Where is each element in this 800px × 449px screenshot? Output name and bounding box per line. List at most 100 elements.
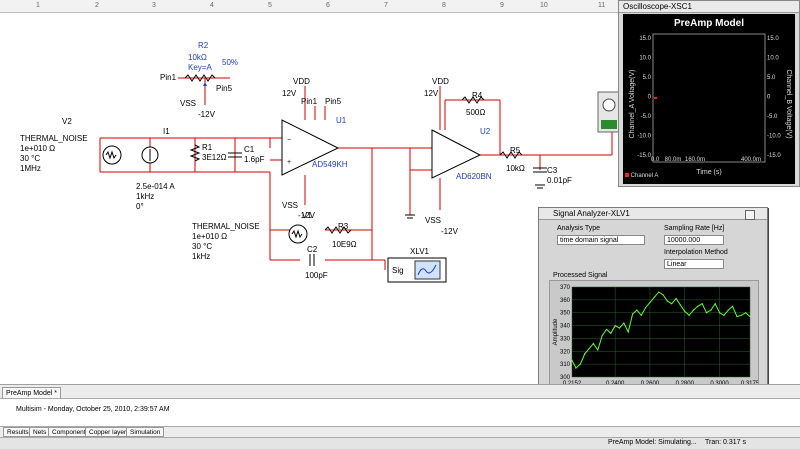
status-bar: PreAmp Model: Simulating... Tran: 0.317 … [0,437,800,449]
signal-analyzer-window[interactable]: Signal Analyzer-XLV1 Analysis Type time … [538,207,768,417]
i1-phase: 0° [136,202,144,211]
chart-y-tick: 300 [560,375,571,381]
chart-y-label: Amplitude [553,318,559,345]
chart-data-point [592,342,595,345]
scope-y-tick-right: 5.0 [767,75,776,81]
chart-data-point [671,303,673,305]
chart-data-point [732,305,734,307]
scope-y-tick-left: 15.0 [639,36,651,42]
scope-y-tick-right: -10.0 [767,134,781,140]
chart-data-point [679,304,682,306]
chart-data-point [736,315,738,318]
u2-part: AD620BN [456,172,492,181]
chart-data-point [666,300,668,302]
scope-x-label: Time (s) [696,169,721,176]
v2-frequency: 1MHz [20,164,41,173]
processed-signal-chart: 3703603503403303203103000.21520.24000.26… [553,285,760,396]
r3-value: 10E9Ω [332,240,357,249]
r2-pin5: Pin5 [216,84,233,93]
v2-type: THERMAL_NOISE [20,134,88,143]
chart-data-point [710,309,712,311]
ruler-tick: 7 [384,2,388,9]
chart-data-point [579,363,581,365]
ruler-tick: 10 [540,2,548,9]
v2-name: V2 [62,117,72,126]
scope-y-tick-left: -15.0 [637,153,651,159]
chart-data-point [692,309,695,311]
chart-data-point [658,291,660,293]
analysis-type-select[interactable]: time domain signal [557,235,645,245]
scope-right-axis-label: Channel_B Voltage(V) [785,69,792,138]
oscilloscope-screen: PreAmp Model Channel_A Voltage(V) Channe… [623,14,795,184]
interpolation-select[interactable]: Linear [664,259,724,269]
r4-value: 500Ω [466,108,486,117]
v1-temperature: 30 °C [192,242,213,251]
u1-vdd-value: 12V [282,89,297,98]
scope-x-tick: 80.0m [665,157,682,163]
v2-temperature: 30 °C [20,154,41,163]
u1-part: AD549KH [312,160,348,169]
u1-name: U1 [336,116,347,125]
chart-data-point [636,309,638,311]
chart-data-point [723,314,725,316]
chart-data-point [614,324,616,327]
chart-data-point [727,309,729,311]
r1-name: R1 [202,143,213,152]
scope-x-tick: 0.0 [651,157,660,163]
sampling-rate-input[interactable]: 10000.000 [664,235,724,245]
chart-y-tick: 320 [560,349,571,355]
top-ruler: 1 2 3 4 5 6 7 8 9 10 11 [0,0,620,13]
signal-analyzer-title-bar[interactable]: Signal Analyzer-XLV1 [539,208,767,220]
u2-vdd: VDD [432,77,449,86]
chart-y-tick: 340 [560,324,571,330]
r1-value: 3E12Ω [202,153,227,162]
xlv1-name: XLV1 [410,247,429,256]
r2-value: 10kΩ [188,53,207,62]
oscilloscope-title-bar[interactable]: Oscilloscope-XSC1 [619,1,799,13]
status-simulation: PreAmp Model: Simulating... [608,439,697,446]
svg-text:−: − [287,137,291,144]
processed-signal-label: Processed Signal [553,272,608,279]
chart-data-point [597,349,599,351]
xlv1-pin-label: Sig [392,266,404,275]
v1-resistance: 1e+010 Ω [192,232,228,241]
chart-data-point [640,314,642,316]
ruler-tick: 11 [598,2,606,9]
u2-vss: VSS [425,216,442,225]
status-tran: Tran: 0.317 s [705,439,746,446]
interpolation-label: Interpolation Method [664,249,728,256]
chart-data-point [584,353,586,355]
chart-data-point [684,310,686,313]
output-pane: Multisim - Monday, October 25, 2010, 2:3… [0,398,800,427]
sampling-rate-label: Sampling Rate [Hz] [664,225,725,232]
r2-name: R2 [198,41,209,50]
u1-pin5: Pin5 [325,97,342,106]
r2-key: Key=A [188,63,212,72]
chart-y-tick: 330 [560,336,571,342]
oscilloscope-window[interactable]: Oscilloscope-XSC1 PreAmp Model Channel_A… [618,0,800,187]
scope-y-tick-left: 5.0 [643,75,652,81]
i1-name: I1 [163,127,170,136]
chart-data-point [718,312,721,314]
chart-data-point [649,301,651,304]
chart-data-point [618,327,621,329]
chart-y-tick: 310 [560,362,571,368]
chart-plot-area [572,287,750,377]
r5-name: R5 [510,146,521,155]
chart-data-point [745,312,747,314]
tab-simulation[interactable]: Simulation [126,427,165,437]
ruler-tick: 4 [210,2,214,9]
v2-resistance: 1e+010 Ω [20,144,56,153]
analysis-type-label: Analysis Type [557,225,601,232]
v1-name: V1 [302,211,312,220]
scope-plot-title: PreAmp Model [674,18,744,29]
chart-data-point [749,315,751,318]
analyzer-close-button[interactable] [745,210,755,220]
i1-current: 2.5e-014 A [136,182,175,191]
chart-series-line [571,291,751,369]
oscilloscope-plot: PreAmp Model Channel_A Voltage(V) Channe… [629,18,792,176]
spreadsheet-tab-bar: Results Nets Components Copper layers Si… [0,426,800,438]
c1-name: C1 [244,145,255,154]
scope-y-tick-right: -5.0 [767,114,778,120]
r2-pin1: Pin1 [160,73,177,82]
